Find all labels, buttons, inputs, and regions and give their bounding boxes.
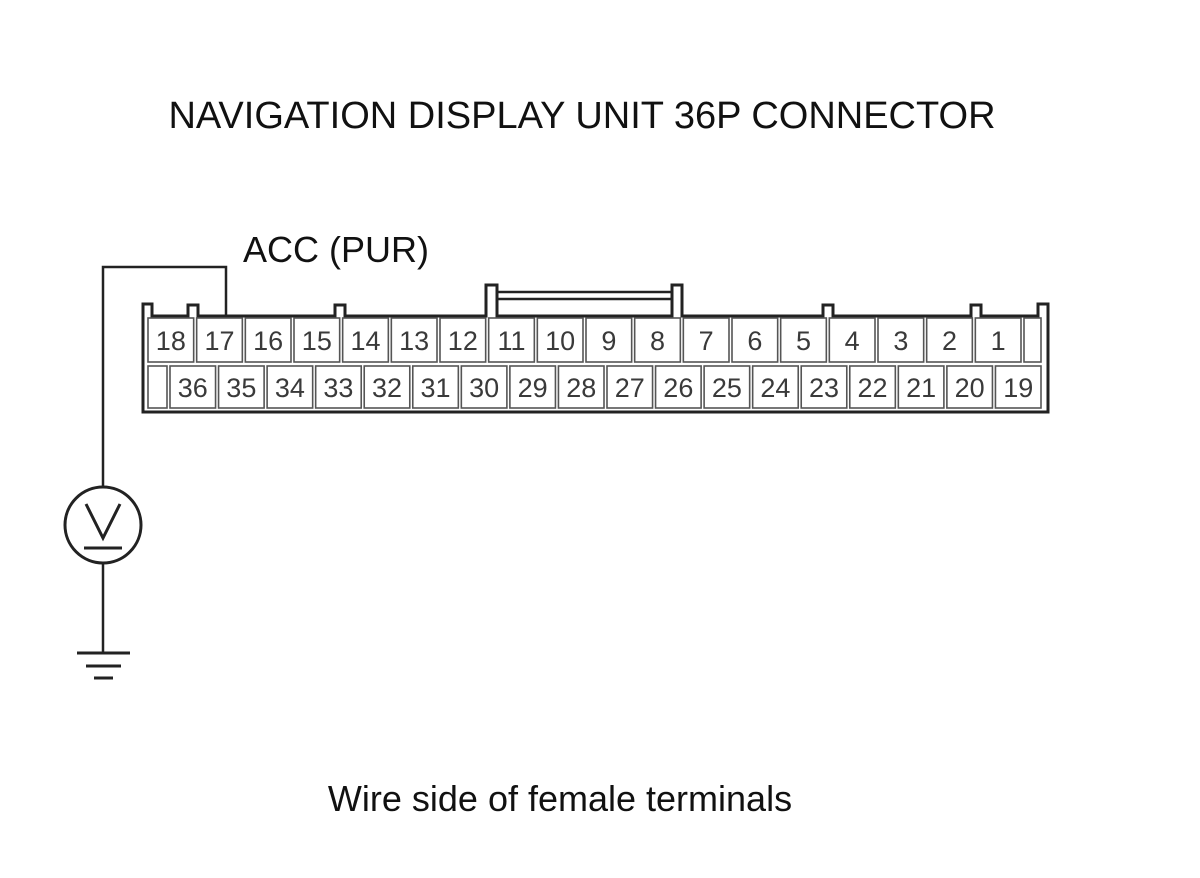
terminal-number: 3 (893, 326, 908, 356)
terminal-cell (439, 317, 487, 363)
terminal-number: 33 (323, 373, 353, 403)
terminal-number: 30 (469, 373, 499, 403)
terminal-number: 23 (809, 373, 839, 403)
terminal-cell (731, 317, 779, 363)
diagram-title: NAVIGATION DISPLAY UNIT 36P CONNECTOR (168, 95, 995, 137)
terminal-cell (897, 365, 945, 409)
terminal-number: 4 (845, 326, 860, 356)
terminal-cell (946, 365, 994, 409)
terminal-cell (877, 317, 925, 363)
top-row-terminals: 18 17 16 15 14 13 12 11 10 9 8 7 6 5 4 3 2 1 (147, 317, 1042, 363)
terminal-number: 29 (518, 373, 548, 403)
terminal-cell (828, 317, 876, 363)
terminal-number: 7 (699, 326, 714, 356)
terminal-cell (411, 365, 460, 409)
terminal-number: 20 (955, 373, 985, 403)
terminal-number: 27 (615, 373, 645, 403)
terminal-cell (974, 317, 1022, 363)
terminal-number: 19 (1003, 373, 1033, 403)
terminal-number: 8 (650, 326, 665, 356)
terminal-number: 6 (747, 326, 762, 356)
voltmeter-icon (63, 485, 143, 565)
terminal-cell (293, 317, 341, 363)
terminal-number: 9 (601, 326, 616, 356)
terminal-number: 34 (275, 373, 305, 403)
terminal-cell-blank (147, 365, 168, 409)
terminal-cell (460, 365, 508, 409)
terminal-cell (654, 365, 702, 409)
terminal-cell (994, 365, 1042, 409)
terminal-number: 18 (156, 326, 186, 356)
terminal-cell (682, 317, 730, 363)
terminal-number: 15 (302, 326, 332, 356)
terminal-number: 31 (421, 373, 451, 403)
terminal-number: 2 (942, 326, 957, 356)
terminal-number: 28 (566, 373, 596, 403)
terminal-cell (390, 317, 438, 363)
connector-latch (497, 290, 672, 301)
terminal-cell (925, 317, 974, 363)
terminal-cell (557, 365, 605, 409)
terminal-cell (169, 365, 217, 409)
terminal-cell (536, 317, 584, 363)
terminal-number: 22 (858, 373, 888, 403)
terminal-cell (633, 317, 682, 363)
terminal-number: 25 (712, 373, 742, 403)
terminal-cell (314, 365, 363, 409)
terminal-cell (195, 317, 244, 363)
terminal-number: 10 (545, 326, 575, 356)
terminal-cell (703, 365, 751, 409)
connector-housing (141, 283, 1050, 414)
terminal-cell (266, 365, 314, 409)
probe-wire (101, 265, 228, 487)
terminal-number: 26 (663, 373, 693, 403)
terminal-number: 21 (906, 373, 936, 403)
terminal-cell (848, 365, 897, 409)
wire-label: ACC (PUR) (243, 229, 429, 270)
terminal-cell (217, 365, 265, 409)
terminal-number: 16 (253, 326, 283, 356)
terminal-number: 13 (399, 326, 429, 356)
diagram-caption: Wire side of female terminals (328, 778, 792, 819)
terminal-cell (606, 365, 654, 409)
terminal-number: 12 (448, 326, 478, 356)
terminal-number: 14 (350, 326, 380, 356)
ground-icon (77, 651, 130, 680)
terminal-cell (341, 317, 390, 363)
terminal-cell (509, 365, 557, 409)
terminal-cell (244, 317, 292, 363)
terminal-number: 35 (226, 373, 256, 403)
terminal-cell (487, 317, 536, 363)
terminal-cell (363, 365, 411, 409)
terminal-number: 1 (991, 326, 1006, 356)
terminal-number: 17 (204, 326, 234, 356)
terminal-cell (800, 365, 848, 409)
terminal-number: 11 (497, 326, 525, 356)
terminal-number: 36 (178, 373, 208, 403)
terminal-number: 32 (372, 373, 402, 403)
terminal-cell-blank (1023, 317, 1042, 363)
terminal-number: 24 (760, 373, 790, 403)
terminal-number: 5 (796, 326, 811, 356)
bottom-row-terminals: 36 35 34 33 32 31 30 29 28 27 26 25 24 23 22 21 20 19 (147, 365, 1042, 409)
terminal-cell (779, 317, 828, 363)
terminal-cell (585, 317, 633, 363)
terminal-cell (147, 317, 195, 363)
terminal-cell (751, 365, 800, 409)
